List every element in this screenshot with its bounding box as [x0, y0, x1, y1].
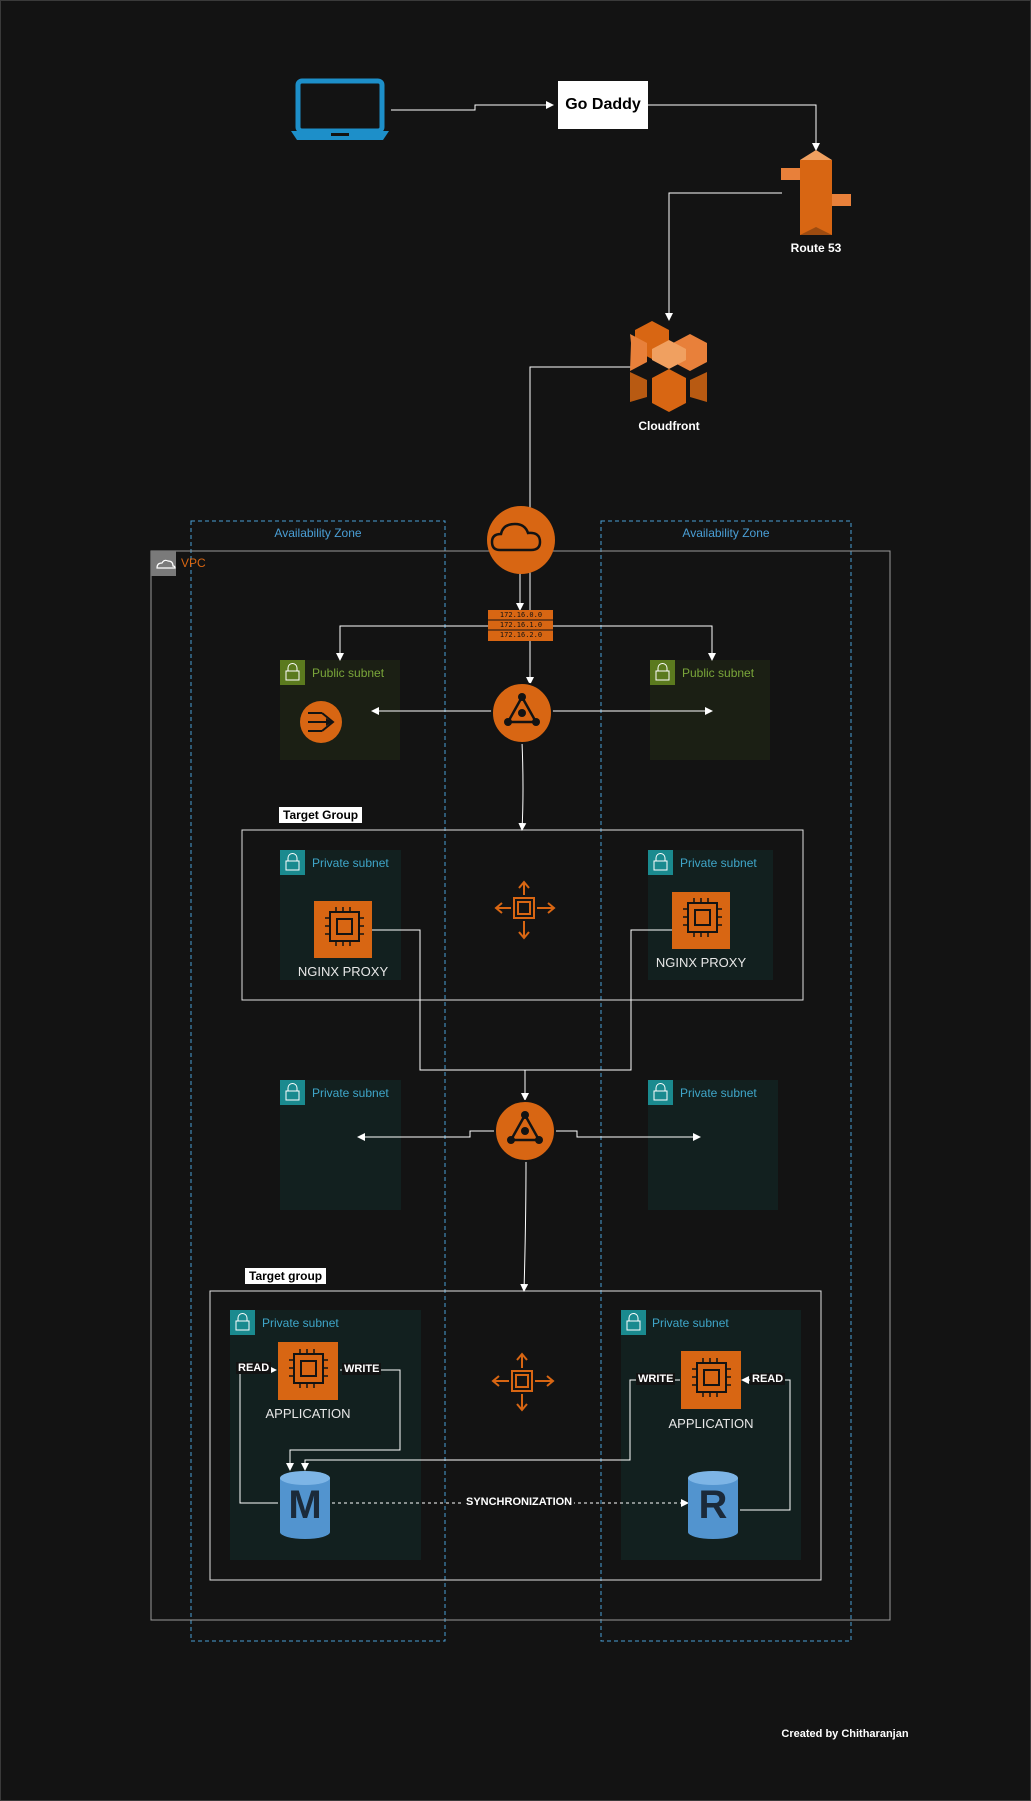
credit-text: Created by Chitharanjan [781, 1728, 909, 1740]
lock-icon [280, 660, 305, 685]
edge-alb-targetgroup [518, 741, 527, 831]
app-private-subnet-left-label: Private subnet [262, 1316, 339, 1330]
lock-icon [621, 1310, 646, 1335]
internet-gateway-icon [487, 506, 555, 574]
edge-route53-cloudfront [665, 192, 782, 321]
availability-zone-left [190, 520, 446, 1642]
edge-routetable-right [552, 625, 716, 661]
write-left-label: WRITE [342, 1363, 382, 1375]
edge-ilb-right [553, 1130, 701, 1141]
edge-ilb-left [357, 1130, 497, 1141]
write-right-label: WRITE [636, 1373, 676, 1385]
proxy-private-subnet-left-label: Private subnet [312, 856, 389, 870]
nginx-proxy-left-label: NGINX PROXY [297, 964, 389, 979]
edge-proxyleft-ilb [372, 929, 529, 1101]
auto-scaling-icon [491, 1352, 555, 1412]
ec2-instance-icon [314, 901, 372, 958]
proxy-private-subnet-right-label: Private subnet [680, 856, 757, 870]
ec2-instance-icon [672, 892, 730, 949]
route-table-row: 172.16.2.0 [499, 631, 543, 639]
nat-gateway-icon [300, 701, 342, 743]
vpc-icon [151, 551, 176, 576]
edge-routetable-left [336, 625, 490, 661]
cloudfront-label: Cloudfront [638, 419, 700, 433]
proxy-target-group-label: Target Group [279, 807, 363, 823]
app-target-group-label: Target group [245, 1268, 327, 1284]
vpc-cloud-icon [156, 559, 176, 569]
public-subnet-left-label: Public subnet [312, 666, 385, 680]
application-right-label: APPLICATION [668, 1416, 754, 1431]
lock-icon [648, 850, 673, 875]
read-left-label: READ [236, 1362, 272, 1374]
auto-scaling-icon [494, 880, 556, 940]
ec2-instance-icon [278, 1342, 338, 1400]
edge-ilb-apptargetgroup [520, 1159, 529, 1292]
laptop-icon [291, 78, 389, 140]
public-subnet-right-label: Public subnet [682, 666, 755, 680]
nginx-proxy-right-label: NGINX PROXY [655, 955, 747, 970]
edge-cloudfront-alb [526, 366, 631, 685]
read-right-label: READ [750, 1373, 786, 1385]
database-icon [688, 1471, 738, 1539]
mid-private-subnet-left-label: Private subnet [312, 1086, 389, 1100]
lock-icon [648, 1080, 673, 1105]
ec2-instance-icon [681, 1351, 741, 1409]
load-balancer-icon [491, 682, 553, 744]
app-private-subnet-right-label: Private subnet [652, 1316, 729, 1330]
db-master-letter: M [288, 1483, 322, 1527]
edge-proxyright-ilb [525, 929, 672, 1071]
app-target-group-box [209, 1290, 822, 1581]
mid-private-subnet-right-label: Private subnet [680, 1086, 757, 1100]
edge-client-godaddy [391, 101, 554, 111]
availability-zone-left-label: Availability Zone [274, 526, 362, 540]
database-icon [280, 1471, 330, 1539]
application-left-label: APPLICATION [265, 1406, 351, 1421]
vpc-label: VPC [181, 556, 206, 570]
availability-zone-right-label: Availability Zone [682, 526, 770, 540]
lock-icon [230, 1310, 255, 1335]
cloudfront-icon [630, 321, 707, 412]
route-table-row: 172.16.0.0 [499, 611, 543, 619]
load-balancer-icon [494, 1100, 556, 1162]
godaddy-node: Go Daddy [558, 81, 648, 129]
route53-icon [781, 150, 851, 235]
synchronization-label: SYNCHRONIZATION [464, 1496, 575, 1508]
lock-icon [280, 850, 305, 875]
route-table-entries: 172.16.0.0 172.16.1.0 172.16.2.0 [490, 610, 552, 640]
db-replica-letter: R [698, 1483, 728, 1527]
availability-zone-right [600, 520, 852, 1642]
edge-godaddy-route53 [648, 104, 820, 151]
route-table-row: 172.16.1.0 [499, 621, 543, 629]
lock-icon [280, 1080, 305, 1105]
route53-label: Route 53 [790, 241, 842, 255]
lock-icon [650, 660, 675, 685]
route-table-icon [488, 610, 553, 641]
